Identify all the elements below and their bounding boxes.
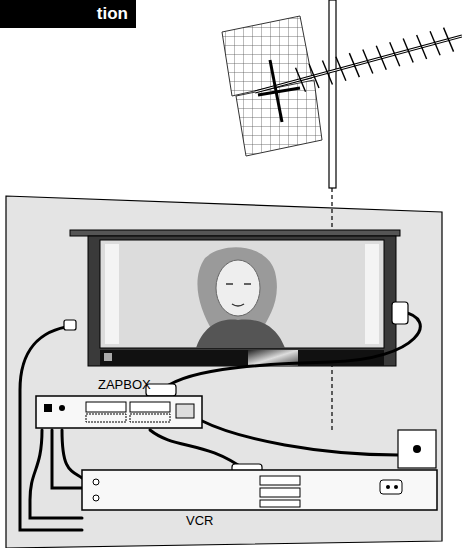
zapbox: [36, 396, 202, 428]
wall: [6, 196, 442, 548]
vcr: [82, 470, 437, 510]
scart-plugs: [64, 302, 408, 476]
device-label: ZAPBOX: [96, 377, 153, 393]
section-heading: tion: [0, 0, 136, 28]
television: [70, 230, 400, 366]
wall-socket: [398, 430, 436, 468]
device-label: VCR: [184, 513, 215, 529]
